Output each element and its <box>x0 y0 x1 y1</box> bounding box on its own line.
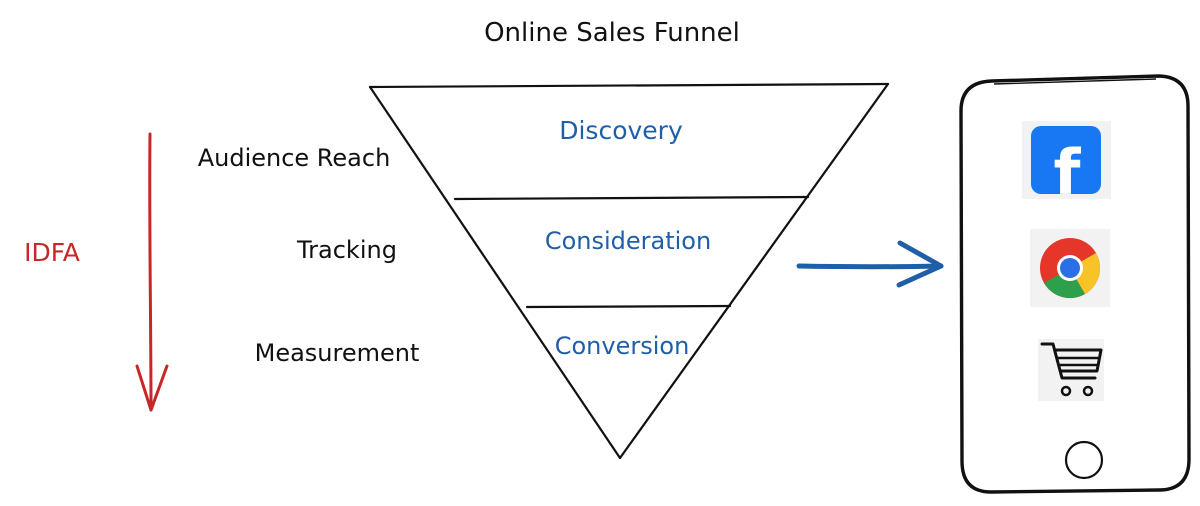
facebook-app-icon: f <box>1022 121 1111 209</box>
funnel-stage-consideration: Consideration <box>545 227 711 255</box>
idfa-arrow <box>135 132 169 412</box>
flow-arrow <box>796 240 944 288</box>
idfa-label: IDFA <box>24 238 80 267</box>
sales-funnel <box>368 82 890 460</box>
facebook-glyph: f <box>1054 136 1082 209</box>
shopping-cart-icon <box>1038 339 1104 401</box>
funnel-stage-conversion: Conversion <box>555 332 690 360</box>
diagram-title: Online Sales Funnel <box>484 18 740 48</box>
funnel-stage-discovery: Discovery <box>559 116 683 145</box>
stage-label-measurement: Measurement <box>255 339 420 367</box>
phone-device <box>959 74 1191 494</box>
chrome-app-icon <box>1030 229 1110 307</box>
stage-label-audience-reach: Audience Reach <box>198 144 391 172</box>
phone-home-button <box>1064 440 1104 480</box>
stage-label-tracking: Tracking <box>296 236 397 264</box>
